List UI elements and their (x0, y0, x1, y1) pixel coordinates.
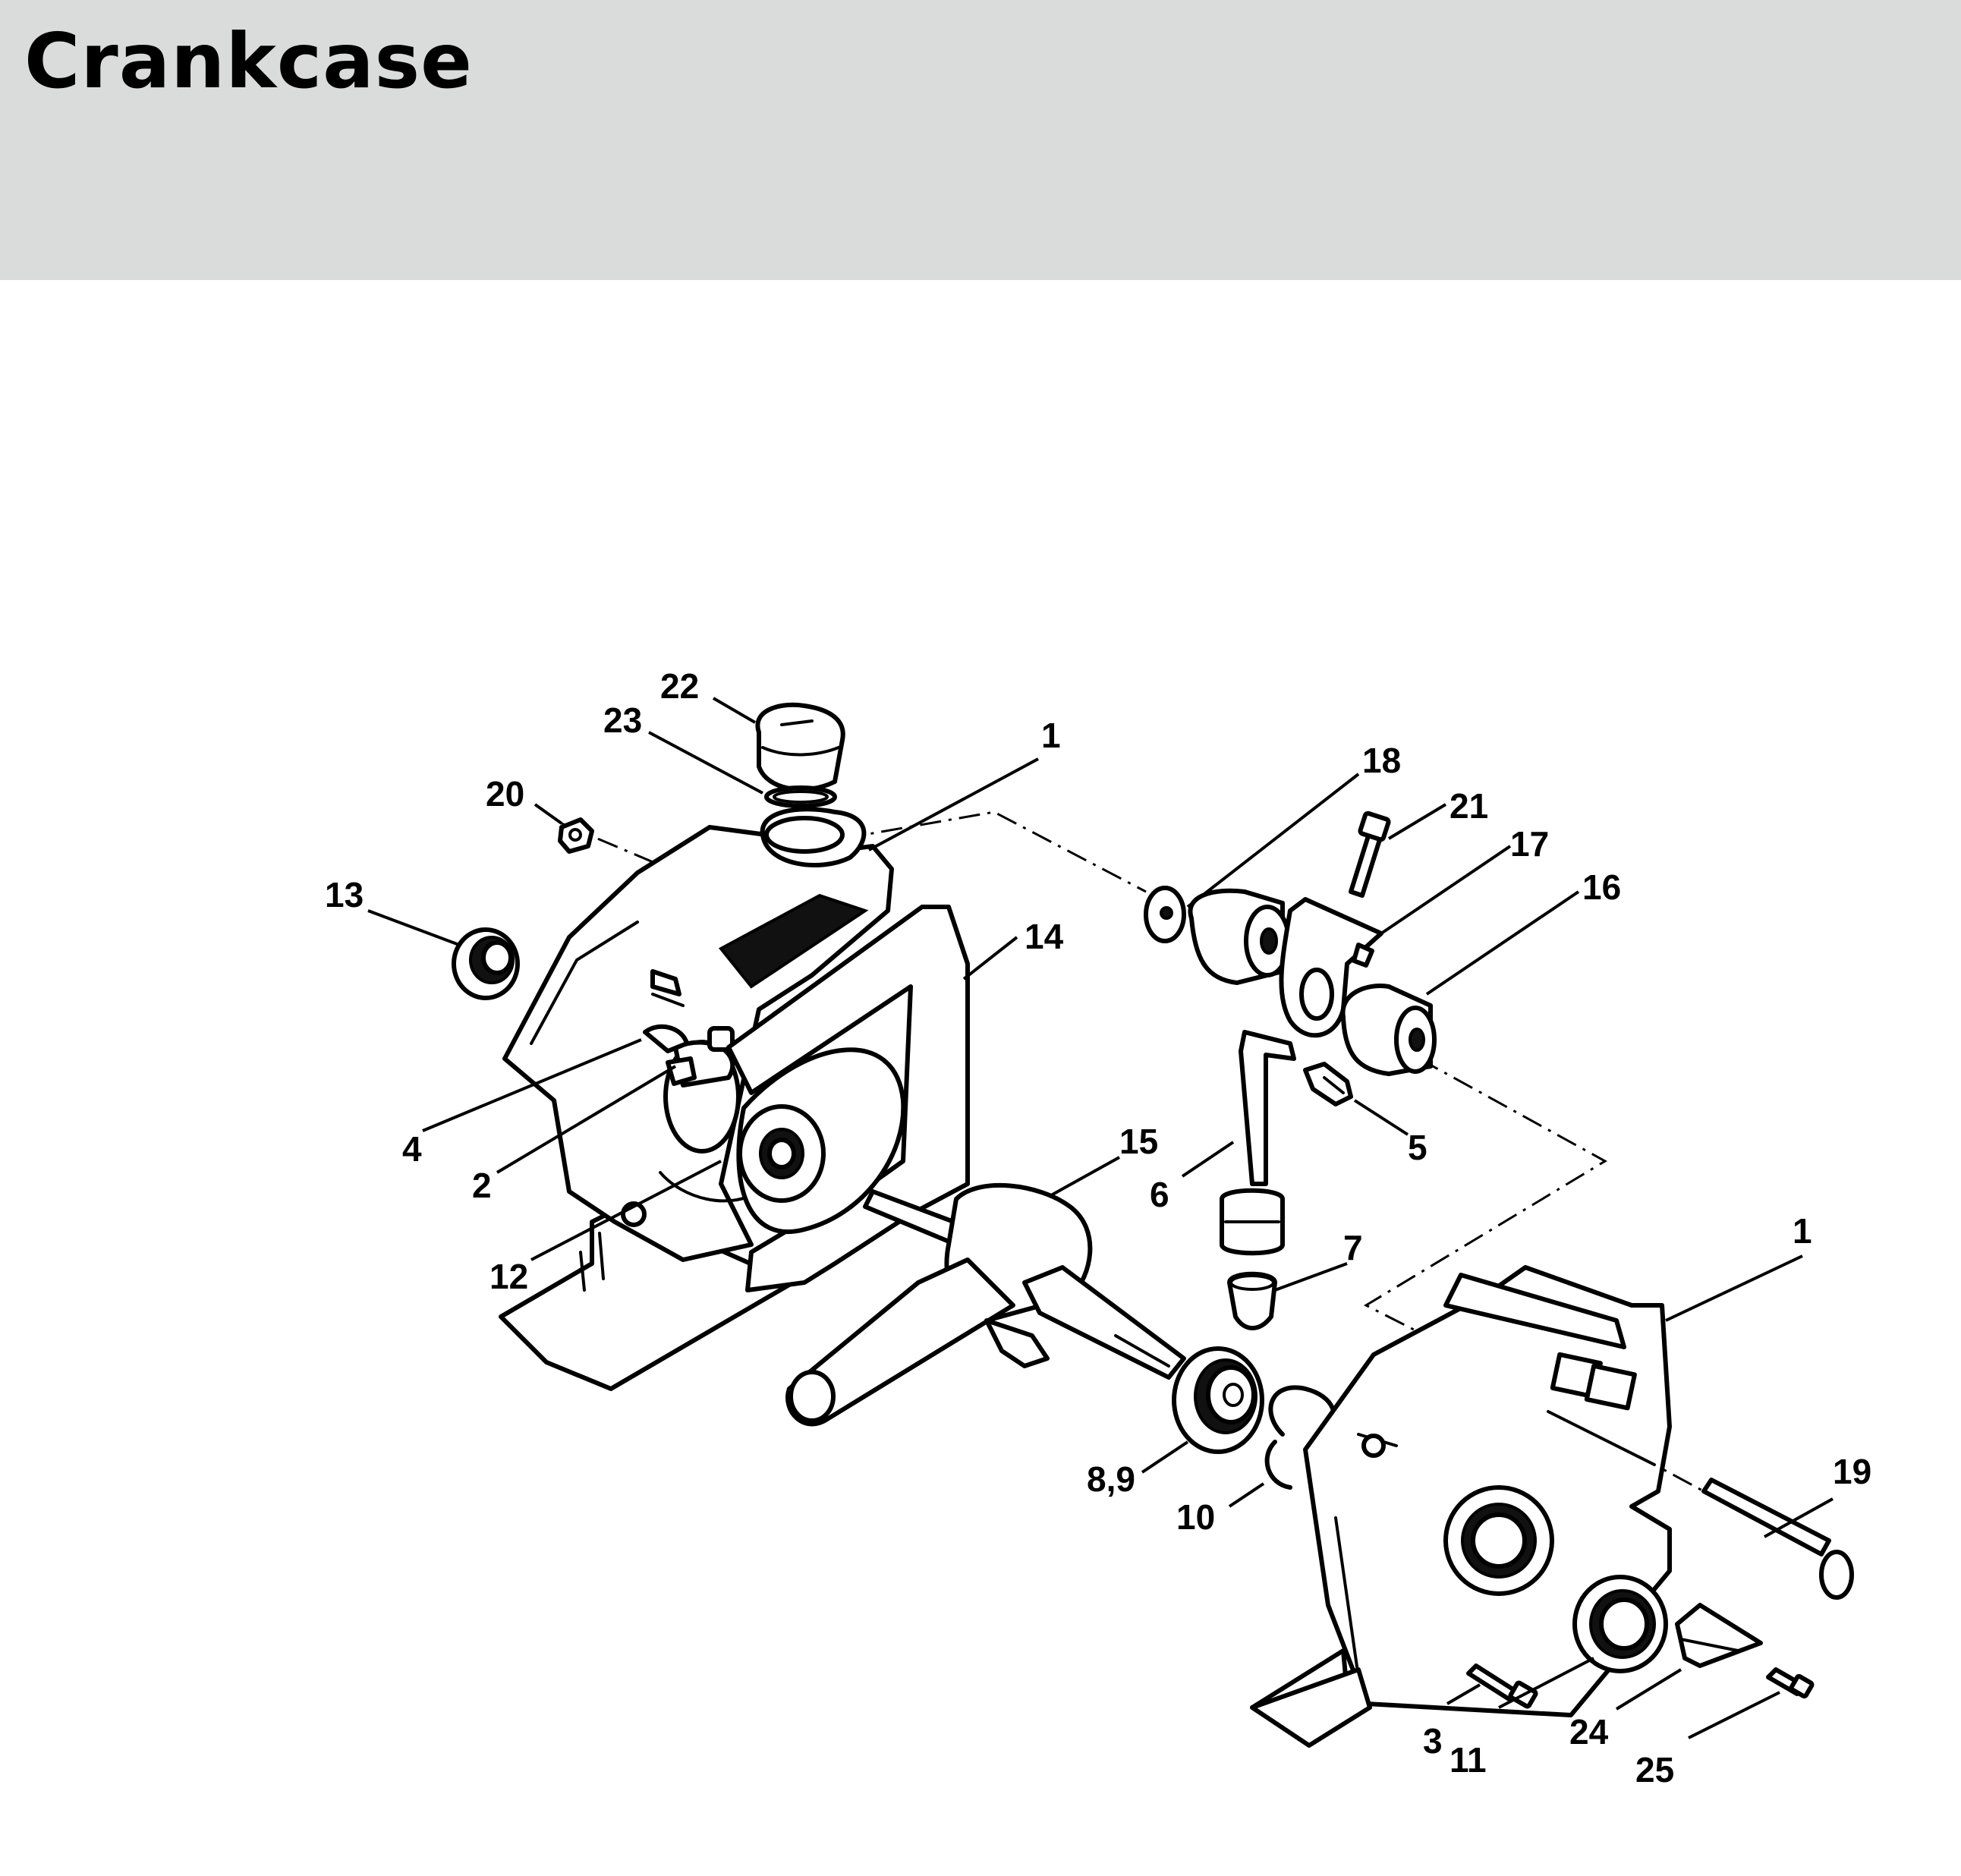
part-2-pin (666, 1056, 697, 1086)
callout-2: 2 (472, 1166, 492, 1205)
part-20-nut (558, 817, 594, 854)
part-8-9-bearing (1172, 1346, 1264, 1454)
callout-7: 7 (1343, 1228, 1363, 1267)
callout-21: 21 (1450, 786, 1488, 826)
part-13-oil-seal (452, 927, 520, 1000)
callout-3: 3 (1423, 1721, 1443, 1761)
callout-19: 19 (1833, 1452, 1871, 1491)
part-16-av-buffer-left (1188, 888, 1291, 985)
callout-20: 20 (486, 774, 524, 814)
callout-13: 13 (325, 875, 364, 914)
part-24-cover (1675, 1603, 1763, 1668)
part-16-av-buffer-right (1340, 984, 1437, 1076)
part-21-screw (1349, 811, 1391, 898)
callout-15: 15 (1119, 1122, 1158, 1161)
part-4-dowel (643, 1024, 689, 1053)
header-bar: Crankcase (0, 0, 1961, 280)
callout-24: 24 (1569, 1712, 1609, 1752)
part-5-fitting (1303, 1062, 1353, 1106)
part-11-oil-seal (1572, 1575, 1668, 1673)
part-18-washer (1144, 886, 1186, 943)
part-1-crankcase-right (1250, 1265, 1672, 1748)
callout-14: 14 (1025, 917, 1064, 956)
callout-8-9: 8,9 (1087, 1459, 1135, 1499)
callout-1-left: 1 (1041, 716, 1061, 755)
callout-23: 23 (603, 700, 642, 740)
part-19-bolt (1701, 1478, 1854, 1600)
part-7-strainer (1227, 1271, 1277, 1330)
part-17-bracket (1279, 897, 1383, 1038)
part-23-o-ring (764, 785, 837, 808)
part-12-bearing-seat (738, 1104, 826, 1203)
part-15-crankshaft (785, 1182, 1186, 1427)
callout-labels: 22 23 1 20 13 18 21 17 16 14 4 2 5 15 6 … (325, 666, 1871, 1789)
callout-4: 4 (402, 1129, 422, 1169)
page-title: Crankcase (24, 17, 473, 105)
callout-11: 11 (1450, 1740, 1487, 1780)
callout-10: 10 (1176, 1497, 1215, 1537)
callout-17: 17 (1510, 824, 1549, 864)
callout-18: 18 (1362, 741, 1401, 780)
callout-5: 5 (1408, 1128, 1427, 1167)
callout-leader-lines (367, 697, 1834, 1739)
callout-16: 16 (1582, 867, 1621, 907)
part-25-screw (1766, 1667, 1815, 1699)
part-6-pickup-tube (1220, 1030, 1296, 1256)
callout-6: 6 (1150, 1175, 1169, 1214)
callout-12: 12 (489, 1257, 528, 1296)
callout-22: 22 (660, 666, 699, 706)
callout-1-right: 1 (1793, 1211, 1812, 1251)
part-22-filler-cap (755, 702, 845, 792)
callout-25: 25 (1635, 1750, 1674, 1789)
